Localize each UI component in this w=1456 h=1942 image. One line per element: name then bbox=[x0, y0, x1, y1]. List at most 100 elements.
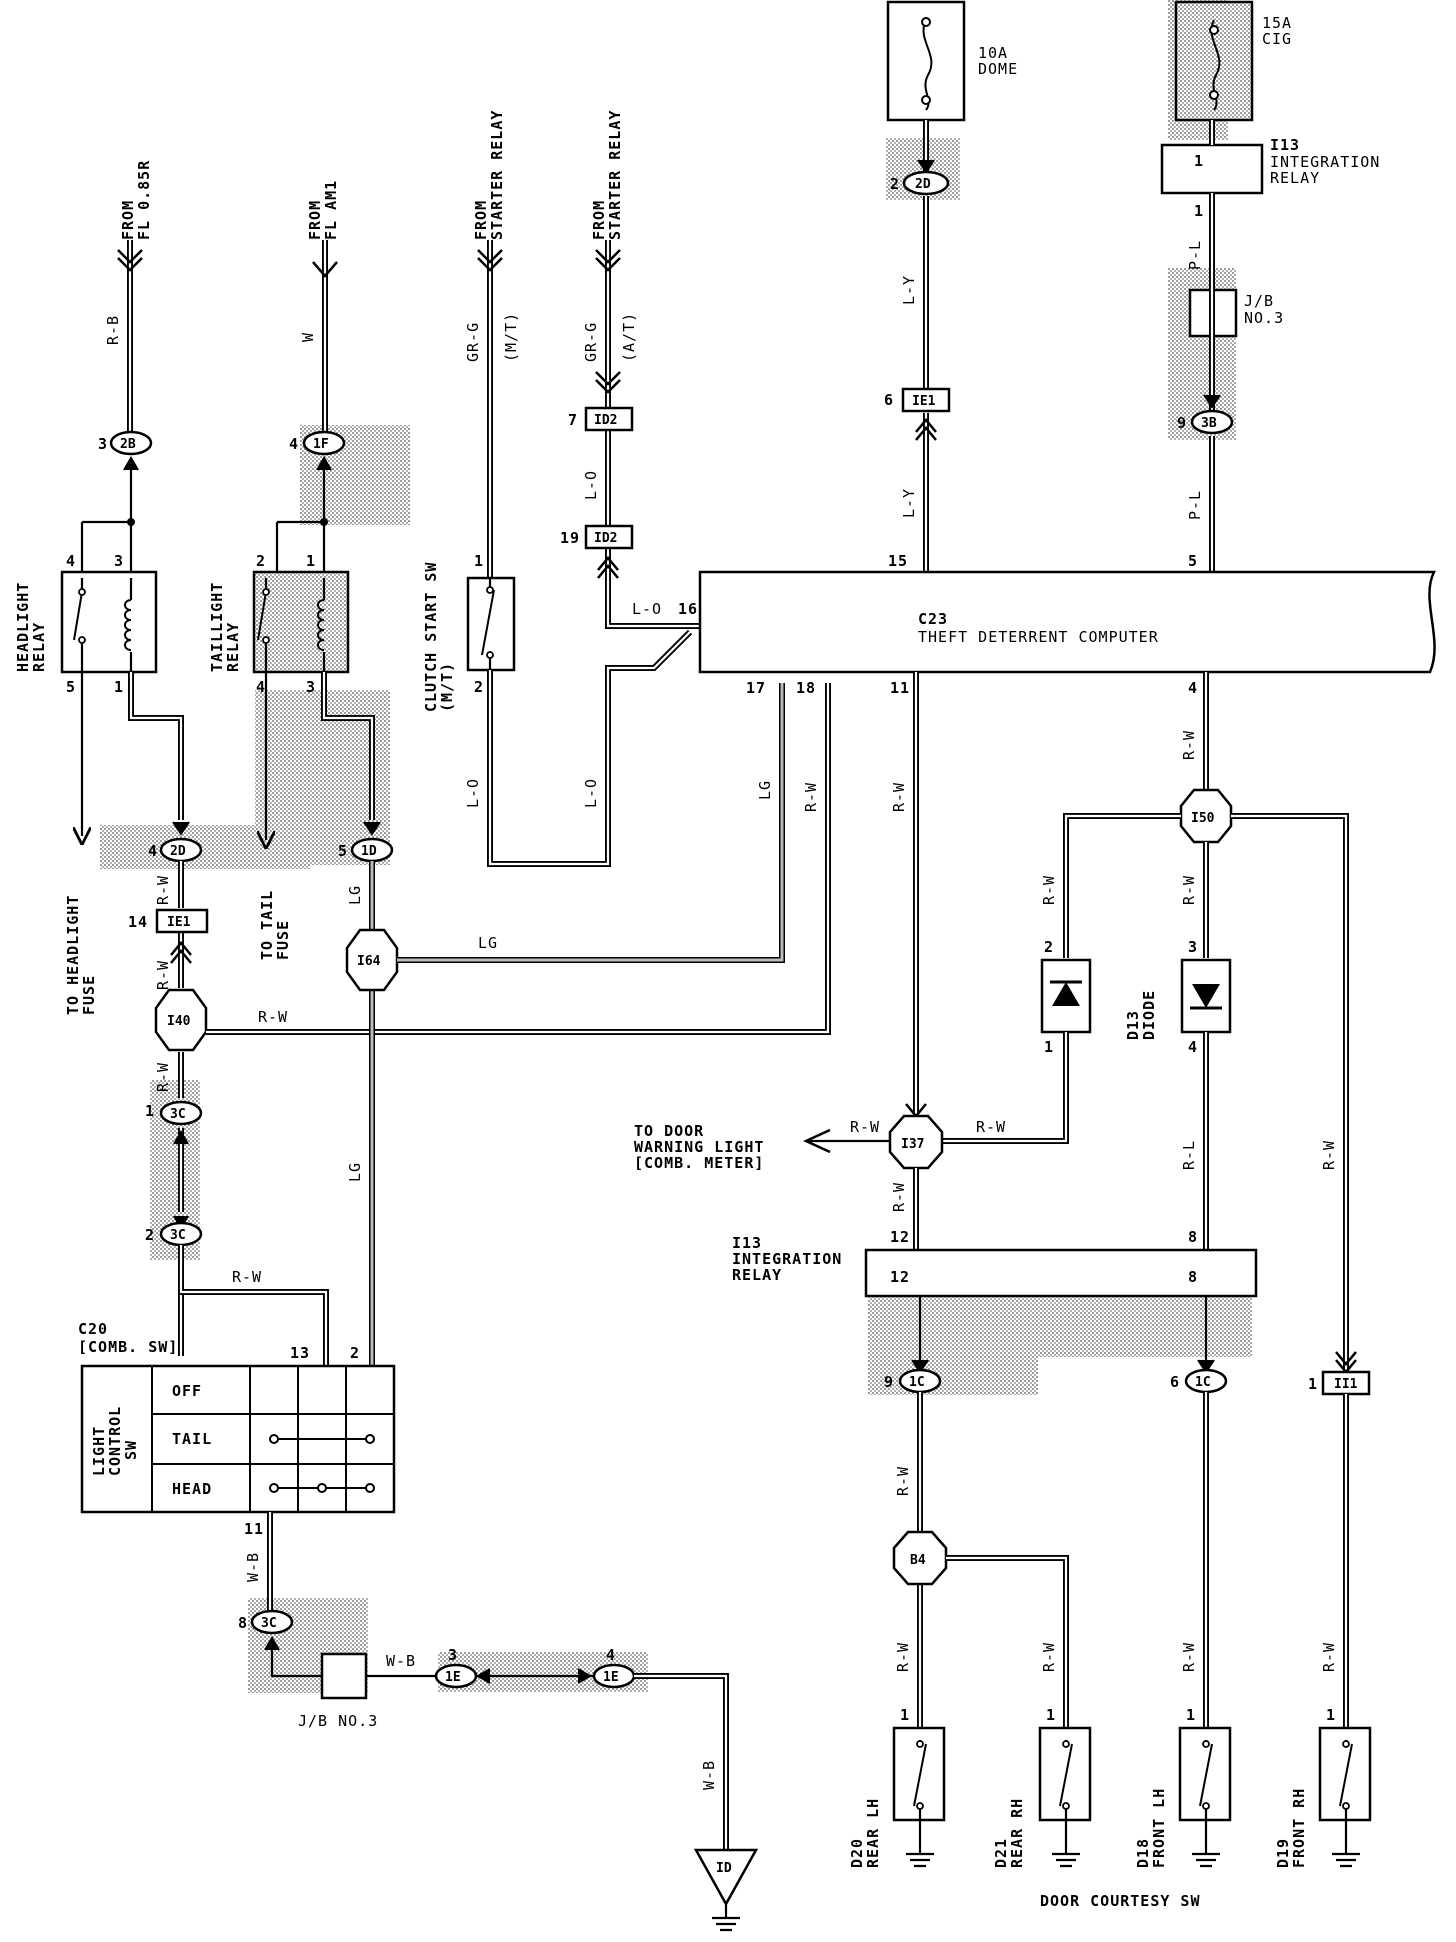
switch-row-head: HEAD bbox=[172, 1480, 212, 1498]
i13-top-pin: 1 bbox=[1194, 152, 1204, 170]
svg-text:FL 0.85R: FL 0.85R bbox=[135, 160, 153, 240]
svg-text:R-W: R-W bbox=[1320, 1140, 1338, 1170]
svg-text:W: W bbox=[299, 332, 317, 342]
connector-ie1-top: IE1 6 bbox=[884, 387, 951, 441]
jb3-top-label1: J/B bbox=[1244, 292, 1274, 310]
wire-i50-to-diode-left bbox=[1063, 813, 1181, 958]
pin-3c-2: 2 bbox=[145, 1226, 155, 1244]
svg-text:(A/T): (A/T) bbox=[620, 312, 638, 362]
c23-theft-deterrent-computer: C23 THEFT DETERRENT COMPUTER 15 5 17 18 … bbox=[698, 552, 1437, 697]
fuse-cig: 15A CIG bbox=[1174, 0, 1292, 122]
pin-1c-a: 9 bbox=[884, 1373, 894, 1391]
svg-text:R-L: R-L bbox=[1180, 1140, 1198, 1170]
jb3-top: J/B NO.3 bbox=[1188, 288, 1283, 338]
svg-text:R-W: R-W bbox=[232, 1268, 262, 1286]
svg-text:D19: D19 bbox=[1274, 1838, 1292, 1868]
junction-i64: I64 bbox=[345, 928, 399, 992]
pin-1e-b: 4 bbox=[606, 1646, 616, 1664]
connector-id2-b: ID2 19 bbox=[560, 524, 634, 550]
svg-text:W-B: W-B bbox=[244, 1552, 262, 1582]
svg-text:1C: 1C bbox=[909, 1375, 925, 1390]
pin-ie1-top: 6 bbox=[884, 391, 894, 409]
svg-text:2: 2 bbox=[1044, 938, 1054, 956]
c20-comb-sw: C20 [COMB. SW] 13 2 OFF TAIL HEAD LIGHT … bbox=[78, 1320, 396, 1538]
wire-l-y-label1: L-Y bbox=[900, 275, 918, 305]
wire-p-l-label1: P-L bbox=[1186, 240, 1204, 270]
pin-2d-top: 2 bbox=[890, 175, 900, 193]
svg-text:SW: SW bbox=[122, 1440, 140, 1460]
connector-3c-1: 3C 1 bbox=[145, 1100, 203, 1230]
fuse-cig-name: CIG bbox=[1262, 30, 1292, 48]
pin-ie1-left: 14 bbox=[128, 913, 148, 931]
svg-text:REAR LH: REAR LH bbox=[864, 1798, 882, 1868]
svg-text:LG: LG bbox=[756, 780, 774, 800]
connector-1c-a: 1C 9 bbox=[884, 1368, 942, 1394]
svg-text:L-O: L-O bbox=[582, 778, 600, 808]
diode-left: 2 1 bbox=[1040, 938, 1092, 1056]
connector-2d-top: 2D 2 bbox=[890, 159, 950, 196]
svg-text:RELAY: RELAY bbox=[30, 622, 48, 672]
svg-text:1: 1 bbox=[306, 552, 316, 570]
door-switch-d20: 1 D20 REAR LH bbox=[848, 1706, 946, 1868]
svg-text:3C: 3C bbox=[170, 1228, 186, 1243]
connector-1e-b: 1E 4 bbox=[592, 1646, 636, 1689]
svg-text:B4: B4 bbox=[910, 1553, 926, 1568]
fuse-dome: 10A DOME bbox=[886, 0, 1018, 122]
pin-2b: 3 bbox=[98, 435, 108, 453]
junction-i37: I37 bbox=[888, 1114, 944, 1170]
svg-text:R-W: R-W bbox=[1040, 875, 1058, 905]
svg-text:R-W: R-W bbox=[1180, 730, 1198, 760]
svg-text:5: 5 bbox=[1188, 552, 1198, 570]
svg-text:[COMB. SW]: [COMB. SW] bbox=[78, 1338, 178, 1356]
svg-text:3: 3 bbox=[114, 552, 124, 570]
from-fl085r: FROM FL 0.85R bbox=[119, 160, 153, 240]
svg-text:2: 2 bbox=[474, 678, 484, 696]
from-starter-mt: FROM STARTER RELAY bbox=[472, 110, 506, 240]
to-headlight-fuse: TO HEADLIGHT FUSE bbox=[64, 895, 98, 1015]
svg-text:I64: I64 bbox=[357, 954, 381, 969]
svg-text:[COMB. METER]: [COMB. METER] bbox=[634, 1154, 764, 1172]
svg-text:R-W: R-W bbox=[1180, 1642, 1198, 1672]
svg-text:12: 12 bbox=[890, 1268, 910, 1286]
svg-text:W-B: W-B bbox=[700, 1760, 718, 1790]
svg-text:1: 1 bbox=[114, 678, 124, 696]
svg-text:3: 3 bbox=[1188, 938, 1198, 956]
svg-text:GR-G: GR-G bbox=[464, 322, 482, 362]
svg-text:1D: 1D bbox=[361, 844, 377, 859]
i13-top-name1: INTEGRATION bbox=[1270, 153, 1380, 171]
svg-text:LG: LG bbox=[346, 885, 364, 905]
connector-2d: 2D 4 bbox=[148, 821, 203, 863]
svg-text:L-O: L-O bbox=[632, 600, 662, 618]
svg-text:R-W: R-W bbox=[1180, 875, 1198, 905]
svg-text:WARNING LIGHT: WARNING LIGHT bbox=[634, 1138, 764, 1156]
connector-1d: 1D 5 bbox=[338, 821, 394, 863]
svg-text:ID2: ID2 bbox=[594, 531, 617, 546]
wire-r-b-label: R-B bbox=[104, 315, 122, 345]
svg-text:FRONT RH: FRONT RH bbox=[1290, 1788, 1308, 1868]
door-courtesy-sw-label: DOOR COURTESY SW bbox=[1040, 1892, 1201, 1910]
svg-text:TAILLIGHT: TAILLIGHT bbox=[208, 582, 226, 672]
svg-text:2: 2 bbox=[256, 552, 266, 570]
fuse-dome-name: DOME bbox=[978, 60, 1018, 78]
wire-l-y-label2: L-Y bbox=[900, 488, 918, 518]
svg-text:2D: 2D bbox=[915, 177, 931, 192]
headlight-relay: 4 3 5 1 HEADLIGHT RELAY bbox=[14, 470, 158, 696]
svg-text:3C: 3C bbox=[170, 1107, 186, 1122]
i13-top-id: I13 bbox=[1270, 136, 1300, 154]
pin-2d: 4 bbox=[148, 842, 158, 860]
svg-text:R-W: R-W bbox=[890, 782, 908, 812]
svg-text:DIODE: DIODE bbox=[1140, 990, 1158, 1040]
svg-text:D13: D13 bbox=[1124, 1010, 1142, 1040]
svg-text:12: 12 bbox=[890, 1228, 910, 1246]
wire-hr1-to-2d bbox=[128, 672, 184, 820]
wire-i64-to-c23-17 bbox=[397, 683, 785, 963]
svg-text:CLUTCH START SW: CLUTCH START SW bbox=[422, 562, 440, 712]
svg-text:TO TAIL: TO TAIL bbox=[258, 890, 276, 960]
svg-text:R-W: R-W bbox=[890, 1182, 908, 1212]
svg-text:1: 1 bbox=[1326, 1706, 1336, 1724]
svg-text:1: 1 bbox=[1046, 1706, 1056, 1724]
svg-text:I37: I37 bbox=[901, 1137, 924, 1152]
diode-d13: 3 4 D13 DIODE bbox=[1124, 938, 1232, 1056]
connector-3c-3: 3C 8 bbox=[238, 1609, 294, 1651]
svg-text:3B: 3B bbox=[1201, 416, 1217, 431]
